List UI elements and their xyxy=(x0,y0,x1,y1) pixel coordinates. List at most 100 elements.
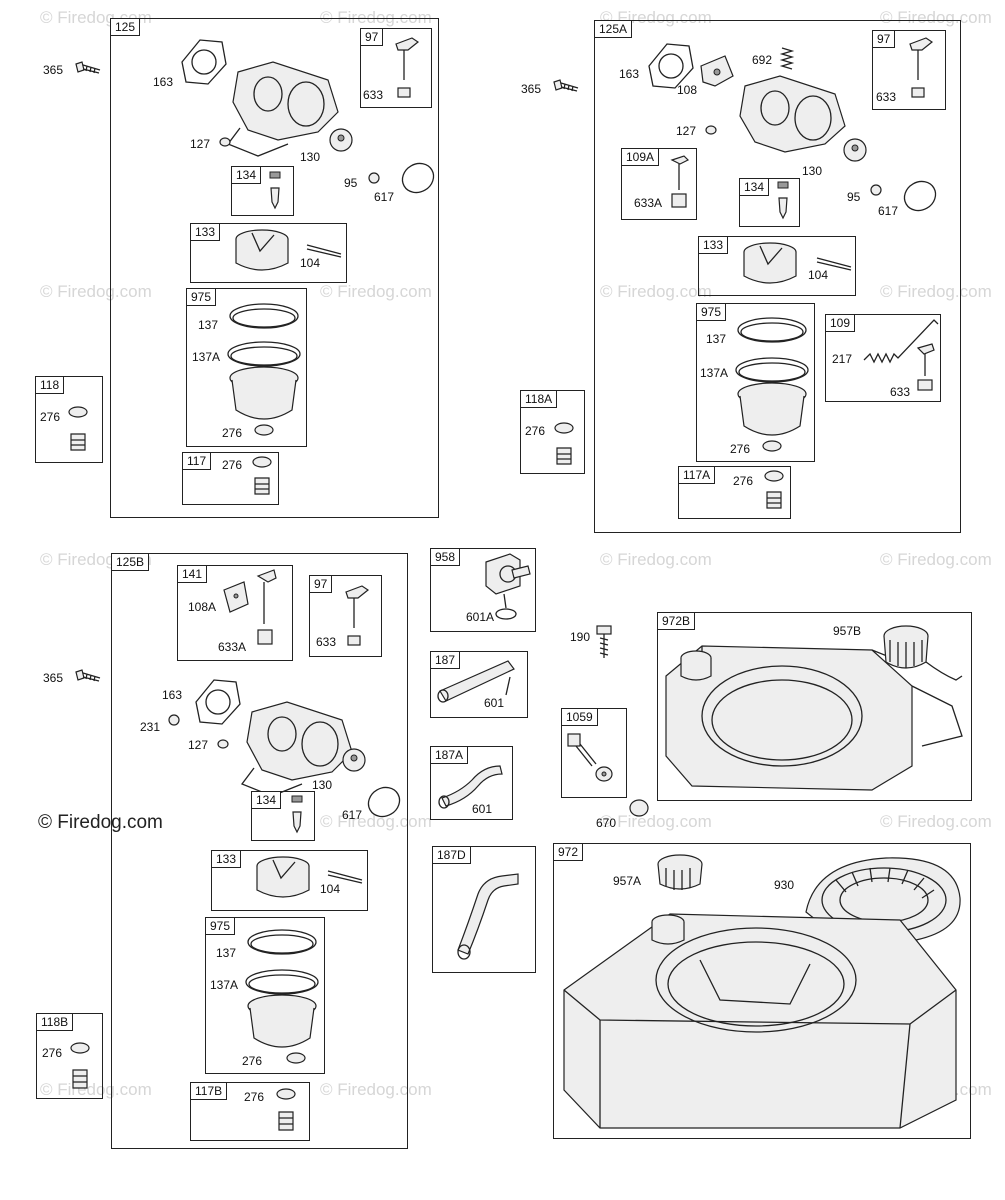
part-label: 127 xyxy=(190,137,211,151)
part-label: 95 xyxy=(847,190,861,204)
group-label: 187 xyxy=(431,652,461,669)
part-label: 130 xyxy=(802,164,823,178)
choke-plate-icon xyxy=(223,569,277,645)
bowl-nut-icon xyxy=(252,456,272,495)
group-134: 134 xyxy=(739,178,800,227)
group-972: 972 xyxy=(553,843,971,1139)
group-187D: 187D xyxy=(432,846,536,973)
group-label: 125A xyxy=(595,21,633,38)
part-label: 130 xyxy=(300,150,321,164)
group-975: 975 xyxy=(186,288,307,447)
governor-spring-icon xyxy=(863,319,939,391)
watermark: © Firedog.com xyxy=(880,282,992,301)
group-label: 133 xyxy=(191,224,221,241)
part-label: 163 xyxy=(619,67,640,81)
spring-icon xyxy=(779,47,795,70)
group-label: 134 xyxy=(740,179,770,196)
fuel-cap-icon xyxy=(883,625,963,681)
float-bowl-icon xyxy=(227,303,301,436)
gasket-icon xyxy=(367,786,401,818)
part-label: 108 xyxy=(677,83,698,97)
group-133: 133 xyxy=(211,850,368,911)
group-label: 125B xyxy=(112,554,150,571)
watermark: © Firedog.com xyxy=(320,1080,432,1099)
fuel-line-icon xyxy=(437,660,515,703)
part-label: 633 xyxy=(890,385,911,399)
group-label: 109 xyxy=(826,315,856,332)
watermark: © Firedog.com xyxy=(38,812,163,833)
part-label: 276 xyxy=(42,1046,63,1060)
spacer-icon xyxy=(629,799,649,817)
group-975: 975 xyxy=(696,303,815,462)
part-label: 617 xyxy=(878,204,899,218)
part-label: 617 xyxy=(342,808,363,822)
watermark: © Firedog.com xyxy=(40,282,152,301)
fuel-cap-icon xyxy=(657,854,703,890)
group-972B: 972B xyxy=(657,612,972,801)
fuel-tank-icon xyxy=(563,913,957,1129)
part-label: 190 xyxy=(570,630,591,644)
screw-icon xyxy=(553,79,579,92)
part-label: 104 xyxy=(300,256,321,270)
bowl-nut-icon xyxy=(68,406,88,451)
group-134: 134 xyxy=(251,791,315,841)
plug-icon xyxy=(217,739,229,749)
group-label: 134 xyxy=(252,792,282,809)
watermark: © Firedog.com xyxy=(880,550,992,569)
group-label: 97 xyxy=(310,576,333,593)
part-label: 104 xyxy=(320,882,341,896)
part-label: 127 xyxy=(188,738,209,752)
watermark: © Firedog.com xyxy=(320,812,432,831)
plug-icon xyxy=(219,137,231,147)
part-label: 633A xyxy=(634,196,663,210)
float-bowl-icon xyxy=(735,317,809,452)
watermark: © Firedog.com xyxy=(40,1080,152,1099)
part-label: 601A xyxy=(466,610,495,624)
carburetor-icon xyxy=(181,39,353,157)
gasket-icon xyxy=(401,162,435,194)
part-label: 670 xyxy=(596,816,617,830)
watermark: © Firedog.com xyxy=(600,550,712,569)
group-label: 133 xyxy=(212,851,242,868)
part-label: 137A xyxy=(210,978,239,992)
part-label: 633 xyxy=(363,88,384,102)
part-label: 617 xyxy=(374,190,395,204)
part-label: 163 xyxy=(162,688,183,702)
group-141: 141 xyxy=(177,565,293,661)
part-label: 104 xyxy=(808,268,829,282)
fuel-tank-icon xyxy=(665,645,963,791)
group-117: 117 xyxy=(182,452,279,505)
part-label: 601 xyxy=(472,802,493,816)
part-label: 633 xyxy=(876,90,897,104)
group-label: 117B xyxy=(191,1083,228,1100)
part-label: 217 xyxy=(832,352,853,366)
group-label: 117A xyxy=(679,467,716,484)
choke-shaft-icon xyxy=(670,155,690,208)
group-118B: 118B xyxy=(36,1013,103,1099)
part-label: 108A xyxy=(188,600,217,614)
part-label: 365 xyxy=(43,63,64,77)
part-label: 276 xyxy=(222,426,243,440)
watermark: © Firedog.com xyxy=(600,282,712,301)
group-97: 97 xyxy=(360,28,432,108)
bowl-nut-icon xyxy=(276,1088,296,1131)
part-label: 633 xyxy=(316,635,337,649)
part-label: 276 xyxy=(730,442,751,456)
part-label: 231 xyxy=(140,720,161,734)
group-label: 97 xyxy=(873,31,896,48)
group-label: 134 xyxy=(232,167,262,184)
screw-icon xyxy=(168,714,180,726)
group-label: 972 xyxy=(554,844,584,861)
part-label: 95 xyxy=(344,176,358,190)
part-label: 137 xyxy=(198,318,219,332)
carburetor-icon xyxy=(195,679,366,797)
group-1059: 1059 xyxy=(561,708,627,798)
group-label: 187A xyxy=(431,747,469,764)
gasket-icon xyxy=(903,180,937,212)
group-109: 109 xyxy=(825,314,941,402)
float-icon xyxy=(743,242,797,284)
group-133: 133 xyxy=(698,236,856,296)
inlet-needle-icon xyxy=(269,171,281,210)
group-97: 97 xyxy=(309,575,382,657)
part-label: 137 xyxy=(216,946,237,960)
